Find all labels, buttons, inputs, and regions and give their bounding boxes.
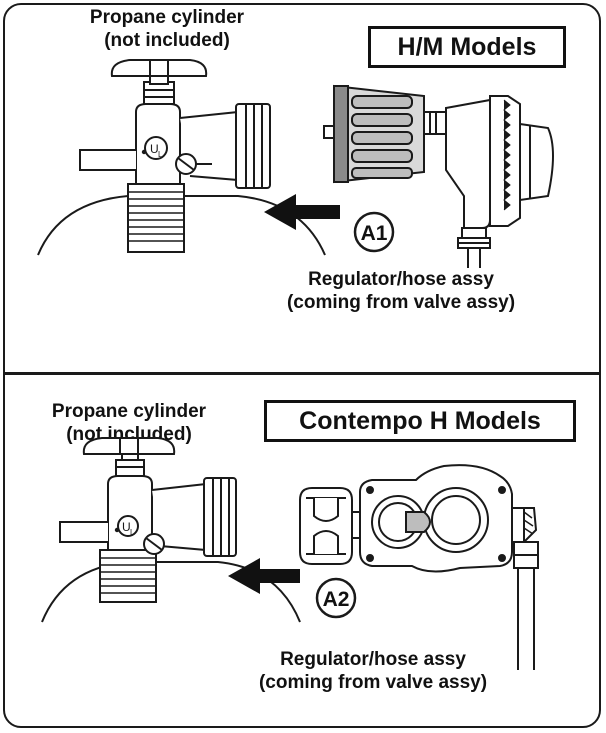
panel-divider (3, 372, 601, 375)
bottom-model-title: Contempo H Models (264, 400, 576, 442)
top-cylinder-label-line1: Propane cylinder (89, 7, 245, 28)
bottom-cylinder-label-line1: Propane cylinder (51, 401, 207, 422)
bottom-connect-arrow (228, 558, 300, 594)
bottom-regulator-label-line2: (coming from valve assy) (258, 672, 488, 694)
top-ul-mark-l: L (158, 150, 163, 159)
top-callout-text: A1 (361, 222, 388, 245)
bottom-callout-text: A2 (323, 588, 350, 611)
bottom-regulator-label-line1: Regulator/hose assy (280, 649, 466, 670)
top-model-title-text: H/M Models (397, 32, 537, 61)
top-regulator-icon (323, 84, 554, 268)
diagram-frame (3, 3, 601, 728)
top-model-title: H/M Models (368, 26, 566, 68)
bottom-model-title-text: Contempo H Models (299, 406, 541, 435)
top-regulator-label-line2: (coming from valve assy) (286, 292, 516, 314)
top-cylinder-label-line2: (not included) (104, 30, 230, 52)
top-connect-arrow (264, 194, 340, 230)
bottom-ul-mark-l: L (130, 528, 135, 537)
bottom-ul-mark-u: U (122, 520, 131, 534)
top-propane-cylinder-icon (37, 59, 326, 256)
top-regulator-label: Regulator/hose assy (coming from valve a… (236, 268, 566, 314)
bottom-callout-badge (315, 577, 357, 619)
top-regulator-label-line1: Regulator/hose assy (308, 269, 494, 290)
bottom-propane-cylinder-icon (41, 437, 301, 623)
bottom-regulator-icon (299, 464, 539, 670)
bottom-regulator-label: Regulator/hose assy (coming from valve a… (208, 648, 538, 694)
top-ul-mark-u: U (150, 142, 159, 156)
top-cylinder-label: Propane cylinder (not included) (52, 6, 282, 52)
top-callout-badge (353, 211, 395, 253)
